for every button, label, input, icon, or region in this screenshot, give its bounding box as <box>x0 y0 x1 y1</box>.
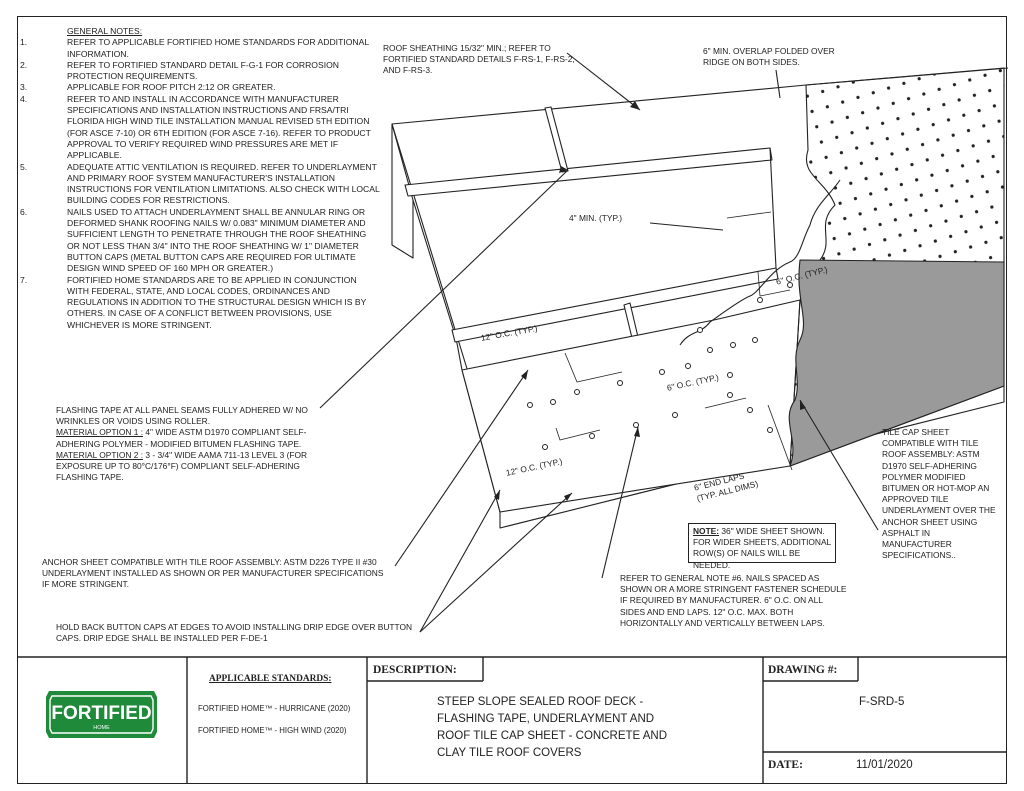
flashing-tape-upper <box>404 147 773 197</box>
date-label: DATE: <box>768 759 803 771</box>
general-notes-heading: GENERAL NOTES: <box>67 26 143 36</box>
leader-tile-cap <box>799 399 879 531</box>
drawing-number: F-SRD-5 <box>859 696 905 708</box>
general-note: 2.REFER TO FORTIFIED STANDARD DETAIL F-G… <box>20 59 339 82</box>
exposed-sheathing <box>788 259 1005 467</box>
drawing-number-label: DRAWING #: <box>768 664 838 676</box>
leader-anchor <box>394 369 529 567</box>
callout-anchor-sheet: ANCHOR SHEET COMPATIBLE WITH TILE ROOF A… <box>42 557 384 590</box>
note-box: NOTE: 36" WIDE SHEET SHOWN. FOR WIDER SH… <box>688 523 836 570</box>
callout-tile-cap-sheet: TILE CAP SHEET COMPATIBLE WITH TILE ROOF… <box>882 427 996 561</box>
general-note: 1.REFER TO APPLICABLE FORTIFIED HOME STA… <box>20 37 369 59</box>
callout-overlap: 6" MIN. OVERLAP FOLDED OVER RIDGE ON BOT… <box>703 46 835 68</box>
date-value: 11/01/2020 <box>856 759 913 771</box>
callout-flashing-tape: FLASHING TAPE AT ALL PANEL SEAMS FULLY A… <box>56 405 308 483</box>
callout-hold-back: HOLD BACK BUTTON CAPS AT EDGES TO AVOID … <box>56 622 413 644</box>
general-note: 7.FORTIFIED HOME STANDARDS ARE TO BE APP… <box>20 274 367 330</box>
drawing-sheet <box>17 16 1007 784</box>
callout-roof-sheathing: ROOF SHEATHING 15/32" MIN.; REFER TO FOR… <box>383 43 575 76</box>
gable-end <box>391 123 414 259</box>
leader-note6 <box>601 426 639 579</box>
general-note: 6.NAILS USED TO ATTACH UNDERLAYMENT SHAL… <box>20 206 367 274</box>
standard-item: FORTIFIED HOME™ - HURRICANE (2020) <box>198 704 351 713</box>
general-note: 3.APPLICABLE FOR ROOF PITCH 2:12 OR GREA… <box>20 82 276 93</box>
description-text: STEEP SLOPE SEALED ROOF DECK - FLASHING … <box>437 696 668 759</box>
fortified-logo: FORTIFIED HOME <box>46 691 157 738</box>
description-label: DESCRIPTION: <box>373 664 457 676</box>
svg-text:FORTIFIED: FORTIFIED <box>51 703 151 724</box>
flashing-tape-middle <box>451 267 779 343</box>
leader-roof-sheathing <box>566 52 641 111</box>
standard-item: FORTIFIED HOME™ - HIGH WIND (2020) <box>198 726 347 735</box>
callout-refer-note6: REFER TO GENERAL NOTE #6. NAILS SPACED A… <box>620 573 847 628</box>
general-note: 4.REFER TO AND INSTALL IN ACCORDANCE WIT… <box>20 93 371 161</box>
general-notes: GENERAL NOTES: 1.REFER TO APPLICABLE FOR… <box>20 26 380 331</box>
leader-overlap <box>775 69 781 99</box>
applicable-standards-label: APPLICABLE STANDARDS: <box>209 674 332 684</box>
leader-flashing <box>319 169 569 409</box>
svg-text:HOME: HOME <box>93 725 110 731</box>
general-note: 5.ADEQUATE ATTIC VENTILATION IS REQUIRED… <box>20 161 380 206</box>
dim-four-min: 4" MIN. (TYP.) <box>569 213 623 223</box>
